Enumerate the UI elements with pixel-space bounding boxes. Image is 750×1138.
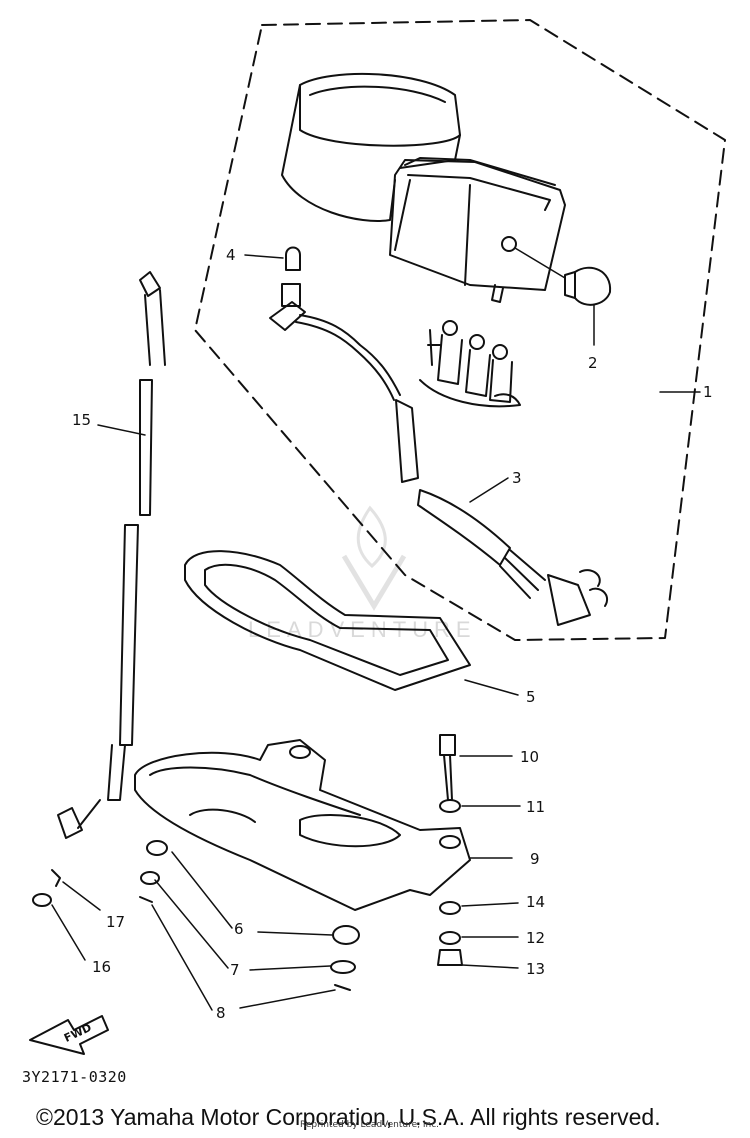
knob: [514, 247, 612, 306]
reprint-notice: Reprinted by LeadVenture, Inc.: [300, 1120, 440, 1130]
bulb: [269, 246, 306, 331]
meter-housing: [281, 72, 566, 303]
wiring-harness: [295, 314, 609, 626]
callout-3: 3: [512, 469, 522, 487]
leader-lines: [51, 254, 701, 1011]
callout-14: 14: [526, 893, 545, 911]
callout-2: 2: [588, 354, 598, 372]
small-hardware: [32, 734, 463, 991]
callout-11: 11: [526, 798, 545, 816]
callout-16: 16: [92, 958, 111, 976]
copyright-notice: ©2013 Yamaha Motor Corporation, U.S.A. A…: [36, 1104, 661, 1130]
forward-arrow: [29, 1015, 109, 1055]
callout-numbers: 1 2 3 4 5 6 7 8 9 10 11 12 13 14 15 16 1…: [72, 246, 713, 1022]
callout-7: 7: [230, 961, 240, 979]
part-code: 3Y2171-0320: [22, 1068, 127, 1086]
speedometer-cable: [57, 271, 166, 839]
assembly-boundary: [194, 19, 726, 641]
callout-8: 8: [216, 1004, 226, 1022]
meter-bracket: [134, 739, 471, 911]
callout-6: 6: [234, 920, 244, 938]
callout-1: 1: [703, 383, 713, 401]
callout-10: 10: [520, 748, 539, 766]
watermark-text: LEADVENTURE: [248, 617, 477, 642]
callout-15: 15: [72, 411, 91, 429]
gasket: [184, 550, 471, 691]
callout-17: 17: [106, 913, 125, 931]
callout-12: 12: [526, 929, 545, 947]
callout-13: 13: [526, 960, 545, 978]
fwd-label: FWD: [62, 1021, 94, 1045]
callout-9: 9: [530, 850, 540, 868]
callout-5: 5: [526, 688, 536, 706]
callout-4: 4: [226, 246, 236, 264]
